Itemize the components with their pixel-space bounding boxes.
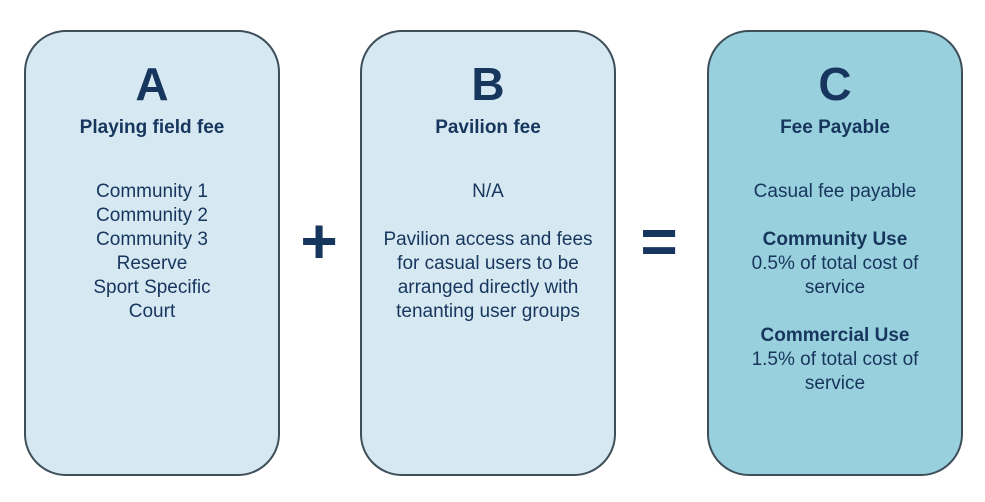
fee-payable-card: C Fee Payable Casual fee payable Communi… xyxy=(707,30,963,476)
pavilion-note-line-4: tenanting user groups xyxy=(396,301,580,322)
pavilion-note-line-3: arranged directly with xyxy=(397,277,579,298)
commercial-use-rate-line-1: 1.5% of total cost of xyxy=(751,349,919,370)
community-use-rate-line-1: 0.5% of total cost of xyxy=(751,253,919,274)
category-community-3: Community 3 xyxy=(96,229,208,250)
equals-operator: = xyxy=(640,205,678,277)
pavilion-note-line-1: Pavilion access and fees xyxy=(383,229,593,250)
card-letter-a: A xyxy=(135,58,169,110)
commercial-use-title: Commercial Use xyxy=(760,325,910,346)
playing-field-fee-heading: Playing field fee xyxy=(79,117,225,138)
card-letter-c: C xyxy=(818,58,852,110)
community-use-title: Community Use xyxy=(762,229,908,250)
fee-payable-body: Casual fee payable Community Use 0.5% of… xyxy=(719,180,951,396)
plus-operator: + xyxy=(300,205,338,277)
pavilion-na: N/A xyxy=(472,181,504,202)
card-letter-b: B xyxy=(471,58,505,110)
category-court: Court xyxy=(128,301,176,322)
playing-field-categories: Community 1 Community 2 Community 3 Rese… xyxy=(36,180,268,324)
commercial-use-rate-line-2: service xyxy=(804,373,866,394)
fee-payable-heading: Fee Payable xyxy=(780,117,890,138)
category-community-2: Community 2 xyxy=(96,205,208,226)
spacer xyxy=(719,300,951,324)
category-reserve: Reserve xyxy=(116,253,188,274)
category-sport-specific: Sport Specific xyxy=(93,277,211,298)
pavilion-fee-heading: Pavilion fee xyxy=(435,117,541,138)
category-community-1: Community 1 xyxy=(96,181,208,202)
casual-fee-intro: Casual fee payable xyxy=(753,181,917,202)
community-use-rate-line-2: service xyxy=(804,277,866,298)
spacer xyxy=(372,204,604,228)
playing-field-fee-card: A Playing field fee Community 1 Communit… xyxy=(24,30,280,476)
pavilion-note-line-2: for casual users to be xyxy=(397,253,579,274)
pavilion-fee-body: N/A Pavilion access and fees for casual … xyxy=(372,180,604,324)
spacer xyxy=(719,204,951,228)
pavilion-fee-card: B Pavilion fee N/A Pavilion access and f… xyxy=(360,30,616,476)
